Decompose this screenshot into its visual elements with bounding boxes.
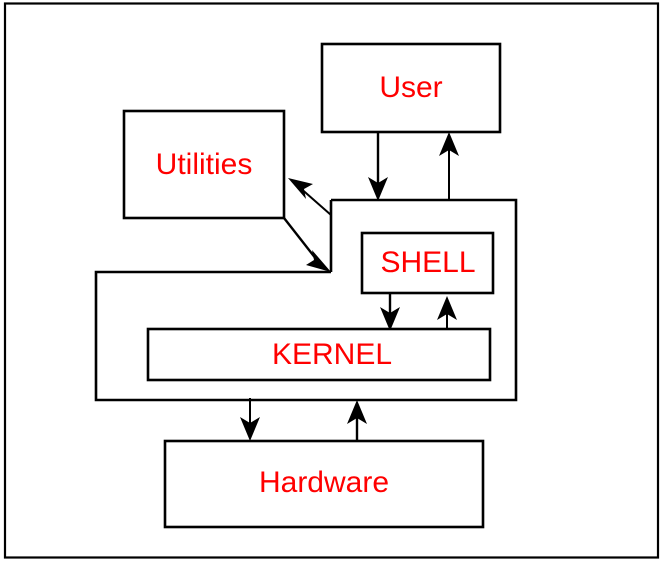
utilities-label: Utilities	[156, 148, 253, 181]
node-user[interactable]: User	[320, 42, 502, 134]
kernel-box[interactable]	[146, 327, 492, 382]
node-utilities[interactable]: Utilities	[122, 109, 286, 220]
user-label: User	[379, 71, 442, 104]
edge-shell-to-user	[439, 132, 459, 200]
node-kernel[interactable]: KERNEL	[146, 327, 492, 382]
hardware-label: Hardware	[259, 466, 389, 499]
kernel-label: KERNEL	[272, 338, 392, 371]
node-shell[interactable]: SHELL	[360, 231, 495, 295]
utilities-box[interactable]	[122, 109, 286, 220]
edge-hardware-to-kernel	[347, 400, 367, 441]
shell-label: SHELL	[380, 246, 475, 279]
edge-junction-to-utilities	[288, 178, 332, 216]
user-box[interactable]	[320, 42, 502, 134]
edge-utilities-to-junction	[283, 217, 331, 272]
shell-box[interactable]	[360, 231, 495, 295]
hardware-box[interactable]	[163, 439, 485, 529]
edge-kernel-to-shell	[437, 296, 457, 331]
edge-kernel-to-hardware	[240, 398, 260, 441]
edge-shell-to-kernel	[380, 293, 400, 331]
os-container-outline	[94, 198, 518, 402]
node-hardware[interactable]: Hardware	[163, 439, 485, 529]
edge-user-to-shell	[368, 132, 388, 201]
